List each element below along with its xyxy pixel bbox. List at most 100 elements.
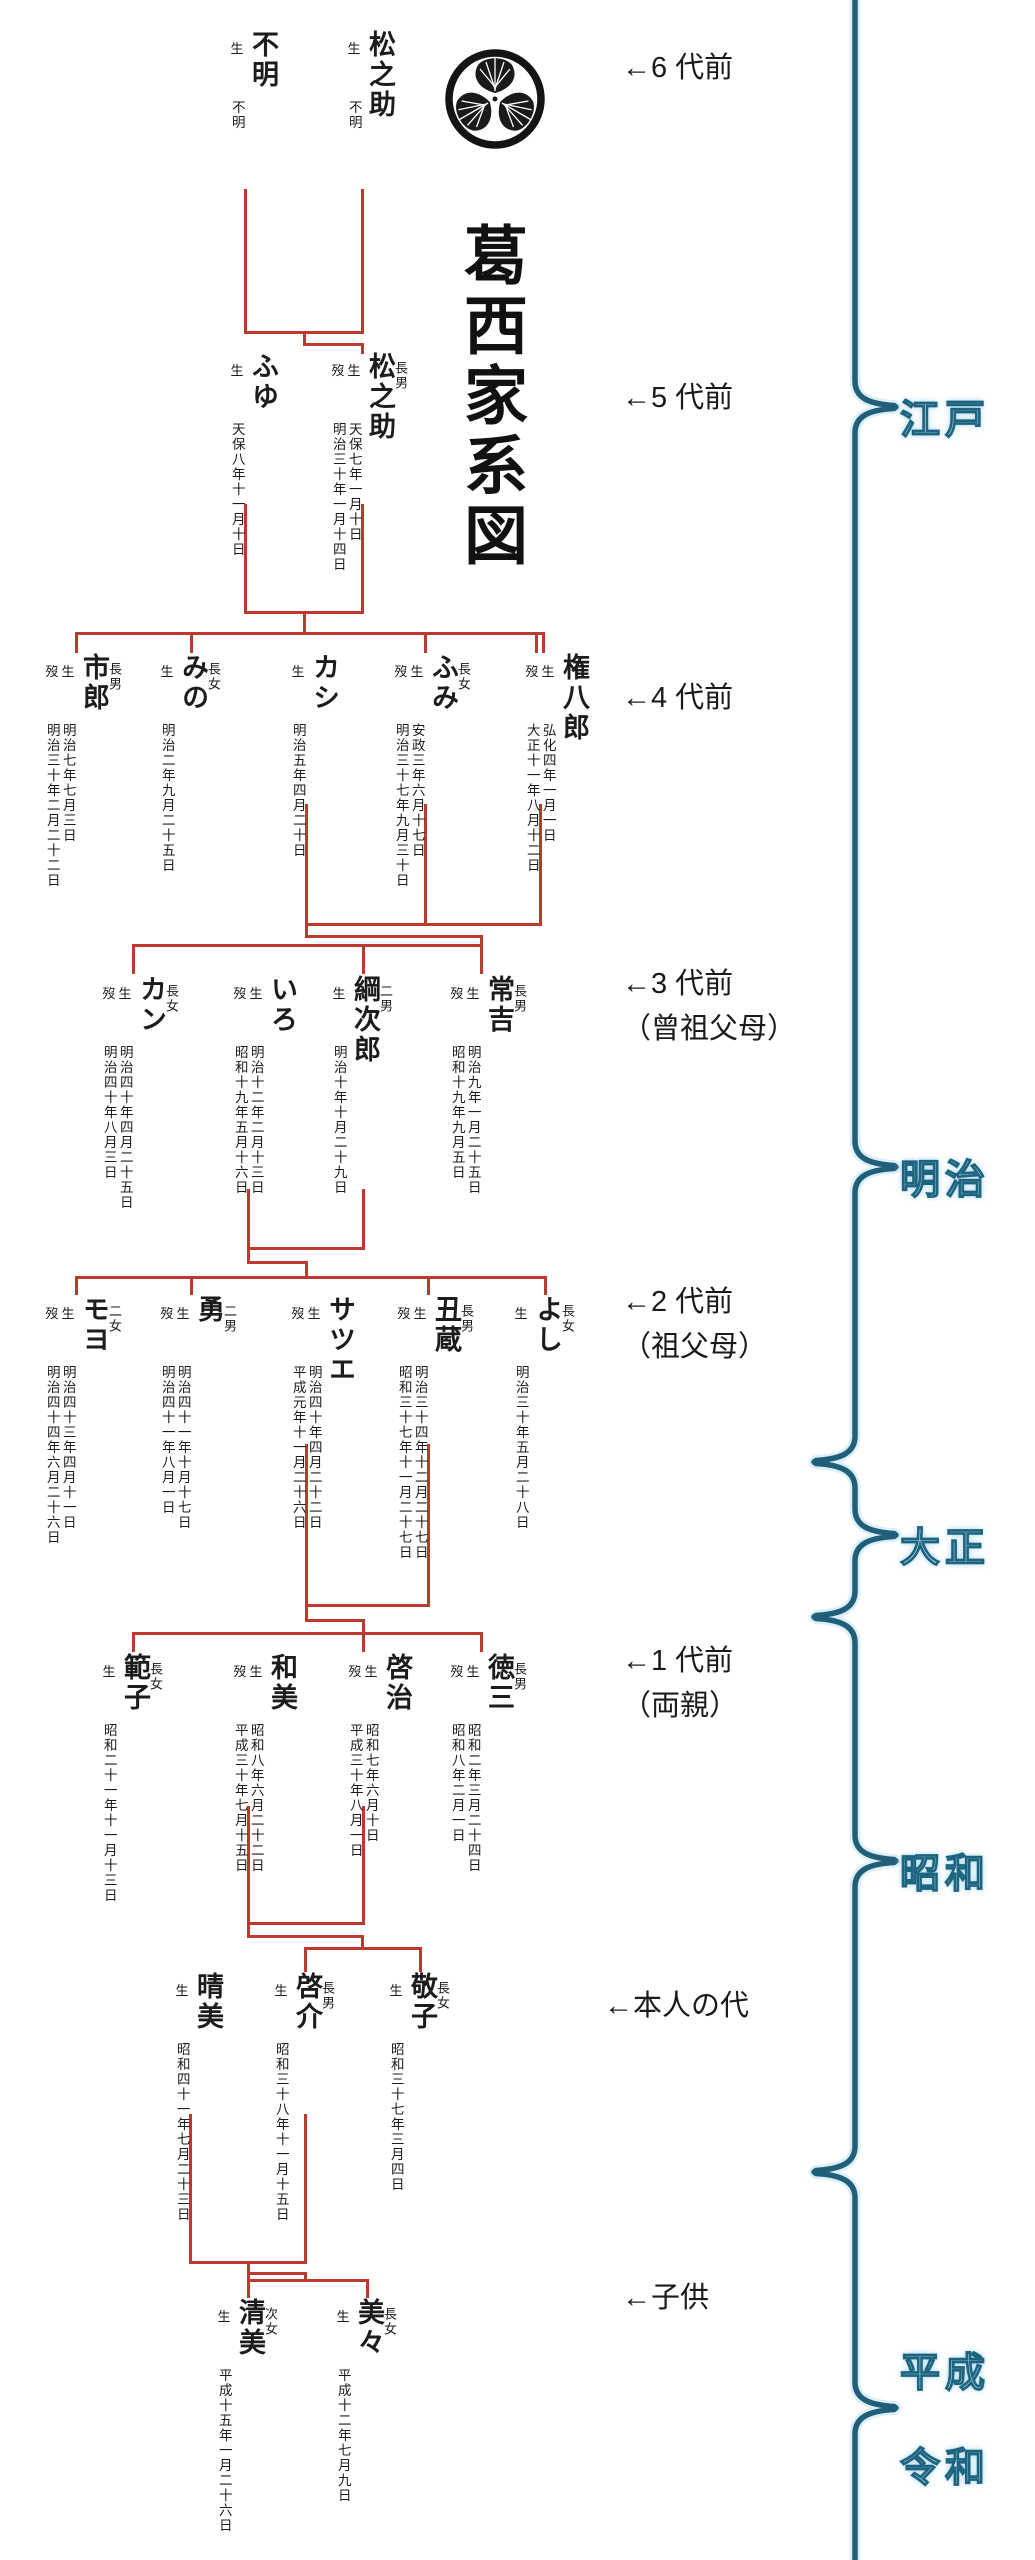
family-connector-line <box>541 631 545 653</box>
death-date-column: 歿 平成元年十一月二十六日 <box>290 1295 306 1530</box>
birth-date-column: 生 昭和二十一年十一月十三日 <box>101 1653 117 1903</box>
birth-date: 明治四十年四月二十二日 <box>306 1365 322 1530</box>
birth-date: 天保七年一月十日 <box>346 422 362 542</box>
relation-label: 二男 <box>378 984 393 1014</box>
birth-label: 生 <box>389 1983 403 1998</box>
birth-date: 明治十二年二月十三日 <box>248 1045 264 1195</box>
birth-label: 生 <box>332 986 346 1001</box>
death-date-column: 歿 昭和十九年五月十六日 <box>232 975 248 1195</box>
person-block-サツエ: サツエ 生 明治四十年四月二十二日 歿 平成元年十一月二十六日 <box>290 1295 355 1530</box>
birth-label: 生 <box>230 363 244 378</box>
birth-date-column: 生 明治九年一月二十五日 <box>465 975 481 1195</box>
family-connector-line <box>243 188 247 334</box>
generation-label: ←3 代前 （曾祖父母） <box>622 962 796 1052</box>
family-connector-line <box>246 1921 250 1938</box>
person-name: 敬子 <box>407 1972 437 2032</box>
birth-date-column: 生 安政三年六月十七日 <box>409 653 425 858</box>
person-name: 和美 <box>267 1653 297 1713</box>
person-block-和美: 和美 生 昭和八年六月二十二日 歿 平成三十年七月十五日 <box>232 1653 297 1873</box>
person-block-不明: 不明 生 不明 <box>229 30 278 130</box>
person-name: 啓介 <box>292 1972 322 2032</box>
birth-date-column: 生 明治四十年四月二十五日 <box>117 975 133 1210</box>
death-label: 歿 <box>160 1306 174 1321</box>
birth-label: 生 <box>466 1664 480 1679</box>
person-block-いろ: いろ 生 明治十二年二月十三日 歿 昭和十九年五月十六日 <box>232 975 297 1195</box>
relation-label: 長男 <box>459 1304 474 1334</box>
birth-label: 生 <box>336 2309 350 2324</box>
person-name: よし <box>532 1295 562 1355</box>
generation-label-main: ←本人の代 <box>604 1990 750 2022</box>
person-name: 晴美 <box>193 1972 223 2032</box>
person-name: 松之助 <box>365 352 395 442</box>
birth-date: 昭和二年三月二十四日 <box>465 1723 481 1873</box>
person-block-晴美: 晴美 生 昭和四十一年七月二十三日 <box>174 1972 223 2222</box>
death-label: 歿 <box>45 1306 59 1321</box>
birth-date: 明治四十三年四月十一日 <box>60 1365 76 1530</box>
relation-label: 長女 <box>148 1662 163 1692</box>
birth-date-column: 生 不明 <box>346 30 362 130</box>
death-label: 歿 <box>525 664 539 679</box>
death-date-column: 歿 明治三十年二月二十二日 <box>44 653 60 888</box>
birth-date-column: 生 明治三十四年十二月二十七日 <box>412 1295 428 1560</box>
era-label-平成: 平成 <box>899 2349 990 2395</box>
birth-date-column: 生 明治十二年二月十三日 <box>248 975 264 1195</box>
relation-label: 長男 <box>320 1981 335 2011</box>
family-connector-line <box>303 1946 307 1972</box>
birth-label: 生 <box>61 664 75 679</box>
person-name: モヨ <box>79 1295 109 1355</box>
family-connector-line <box>304 1443 308 1607</box>
death-label: 歿 <box>331 363 345 378</box>
death-date-column: 歿 昭和三十七年十一月二十七日 <box>396 1295 412 1560</box>
birth-date-column: 生 明治五年四月二十日 <box>290 653 306 858</box>
birth-label: 生 <box>347 41 361 56</box>
birth-date: 明治九年一月二十五日 <box>465 1045 481 1195</box>
birth-date-column: 生 天保七年一月十日 <box>346 352 362 542</box>
person-block-松之助: 松之助 生 不明 <box>346 30 395 130</box>
family-connector-line <box>303 2271 307 2282</box>
death-date-column: 歿 昭和八年二月一日 <box>449 1653 465 1843</box>
family-connector-line <box>360 1934 364 1950</box>
generation-label: ←本人の代 <box>604 1984 749 2029</box>
relation-label: 二女 <box>107 1304 122 1334</box>
birth-date: 昭和二十一年十一月十三日 <box>101 1723 117 1903</box>
birth-date: 明治七年七月三日 <box>60 723 76 843</box>
family-connector-line <box>246 2260 250 2282</box>
birth-date-column: 生 明治四十一年十月十七日 <box>175 1295 191 1530</box>
birth-date-column: 生 明治四十年四月二十二日 <box>306 1295 322 1530</box>
person-name: 範子 <box>120 1653 150 1713</box>
generation-label: ←4 代前 <box>622 676 733 721</box>
family-connector-line <box>360 503 364 614</box>
family-connector-line <box>365 2278 369 2298</box>
family-connector-line <box>246 2278 250 2298</box>
person-name: カシ <box>309 653 339 713</box>
birth-date: 明治四十一年十月十七日 <box>175 1365 191 1530</box>
person-block-丑蔵: 長男丑蔵 生 明治三十四年十二月二十七日 歿 昭和三十七年十一月二十七日 <box>396 1295 476 1560</box>
era-label-明治: 明治 <box>899 1156 990 1202</box>
generation-label-sub: （曾祖父母） <box>622 1012 797 1045</box>
family-connector-line <box>246 1246 365 1250</box>
person-name: 徳三 <box>484 1653 514 1713</box>
person-block-敬子: 長女敬子 生 昭和三十七年三月四日 <box>388 1972 452 2192</box>
relation-label: 長男 <box>107 662 122 692</box>
birth-date-column: 生 明治二年九月二十五日 <box>159 653 175 873</box>
birth-label: 生 <box>541 664 555 679</box>
generation-label-main: ←1 代前 <box>622 1645 734 1677</box>
relation-label: 長女 <box>164 984 179 1014</box>
birth-label: 生 <box>514 1306 528 1321</box>
birth-date-column: 生 天保八年十一月十日 <box>229 352 245 557</box>
birth-date: 昭和三十八年十一月十五日 <box>273 2042 289 2222</box>
birth-label: 生 <box>102 1664 116 1679</box>
death-date: 平成元年十一月二十六日 <box>290 1365 306 1530</box>
generation-label-sub: （祖父母） <box>622 1330 768 1363</box>
birth-label: 生 <box>61 1306 75 1321</box>
person-name: ふゆ <box>248 352 278 412</box>
death-date-column: 歿 昭和十九年九月五日 <box>449 975 465 1180</box>
person-block-モヨ: 二女モヨ 生 明治四十三年四月十一日 歿 明治四十四年六月二十六日 <box>44 1295 124 1545</box>
generation-label-main: ←6 代前 <box>622 52 734 84</box>
birth-date-column: 生 昭和七年六月十日 <box>363 1653 379 1843</box>
birth-date-column: 生 昭和四十一年七月二十三日 <box>174 1972 190 2222</box>
family-connector-line <box>538 803 542 926</box>
death-date: 大正十一年八月十二日 <box>524 723 540 873</box>
birth-date-column: 生 明治七年七月三日 <box>60 653 76 843</box>
family-connector-line <box>189 1275 193 1295</box>
